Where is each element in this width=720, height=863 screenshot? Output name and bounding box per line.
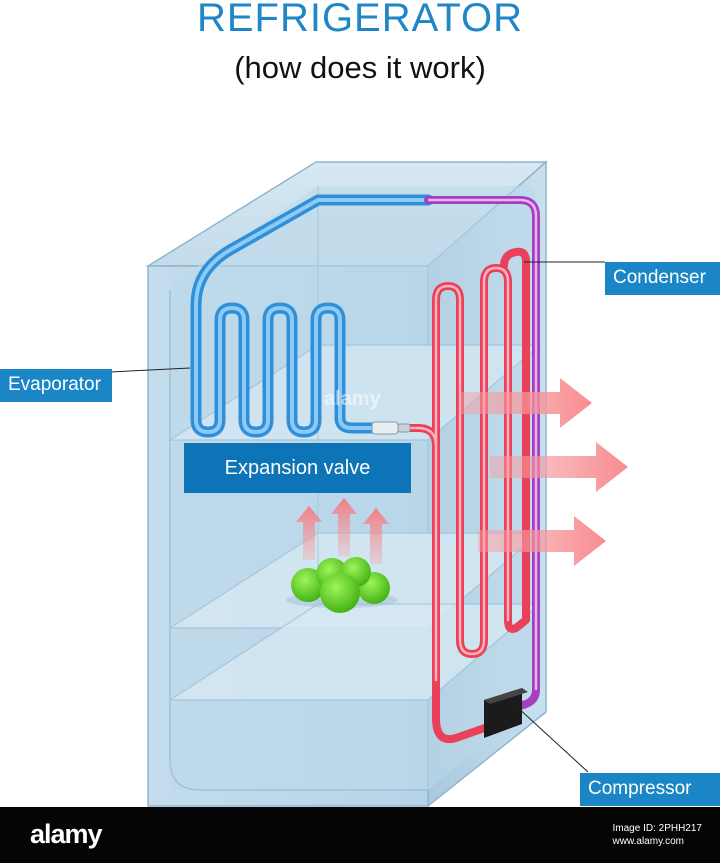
- diagram-title: REFRIGERATOR: [196, 0, 524, 40]
- diagram-subtitle: (how does it work): [234, 50, 486, 85]
- expansion-valve-fitting: [371, 421, 411, 435]
- footer-image-id: Image ID: 2PHH217: [612, 823, 703, 834]
- heat-arrow-2: [490, 442, 628, 492]
- evaporator-label: Evaporator: [0, 369, 112, 402]
- footer-meta: Image ID: 2PHH217 www.alamy.com: [613, 822, 703, 848]
- leader-lines: [109, 261, 605, 773]
- footer-bar: alamy Image ID: 2PHH217 www.alamy.com: [0, 807, 720, 863]
- food-heat-arrows: [296, 498, 389, 564]
- compressor: [484, 688, 528, 738]
- heat-arrows: [460, 378, 628, 566]
- food-heat-arrow-3: [363, 508, 389, 564]
- food-apples: [286, 557, 398, 613]
- footer-brand: alamy: [30, 819, 103, 849]
- inner-edge: [169, 290, 428, 791]
- evaporator-leader: [109, 367, 191, 373]
- condenser-coil-highlight: [394, 266, 510, 682]
- food-heat-arrow-2: [331, 498, 357, 556]
- watermark: alamy: [324, 388, 381, 410]
- condenser-label: Condenser: [605, 262, 720, 295]
- compressor-label: Compressor: [580, 773, 720, 806]
- heat-arrow-3: [478, 516, 606, 566]
- food-heat-arrow-1: [296, 506, 322, 560]
- expansion-valve-label: Expansion valve: [184, 443, 411, 493]
- vapor-line-highlight: [428, 198, 538, 690]
- compressor-leader: [515, 705, 589, 773]
- evaporator-coil-highlight: [194, 198, 430, 434]
- footer-site: www.alamy.com: [612, 836, 685, 847]
- heat-arrow-1: [460, 378, 592, 428]
